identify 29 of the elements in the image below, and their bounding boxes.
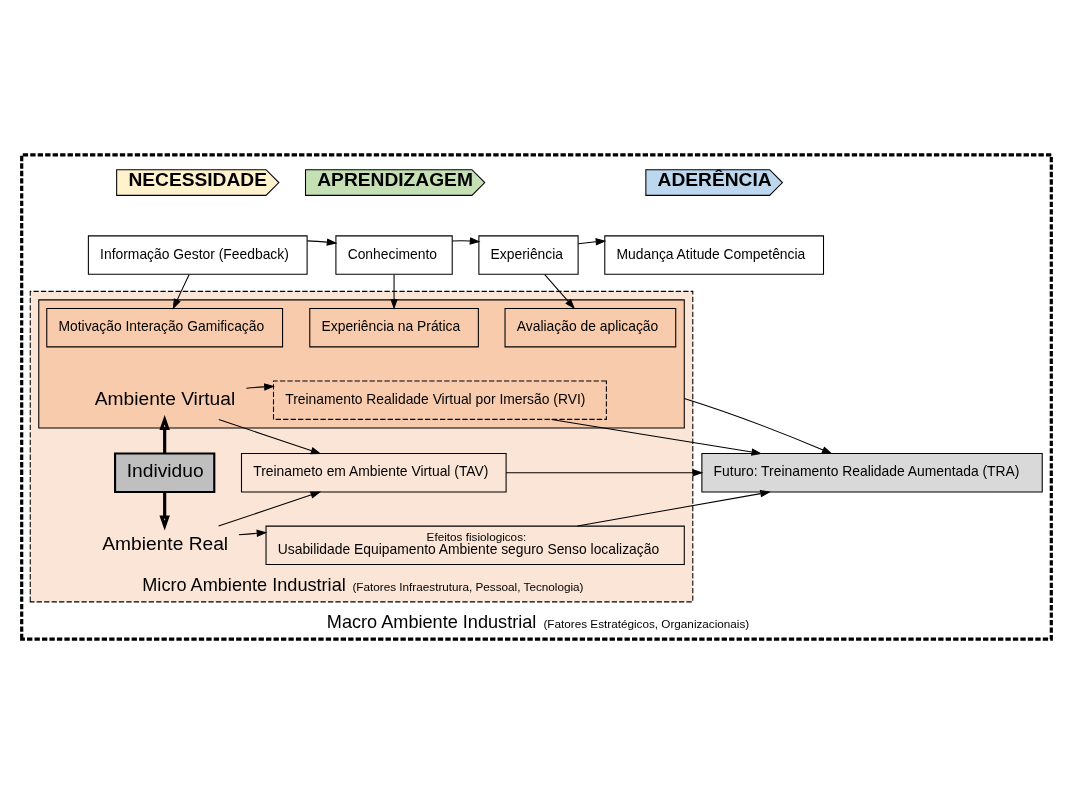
arrow: [245, 383, 275, 391]
arrow: [159, 492, 170, 531]
node-box: Individuo: [114, 452, 216, 494]
node-box: Avaliação de aplicação: [504, 307, 677, 348]
arrow: [577, 238, 607, 246]
arrow: [218, 418, 322, 455]
node-box: Futuro: Treinamento Realidade Aumentada (TRA): [701, 453, 1043, 493]
node-box: Motivação Interação Gamificação: [46, 307, 284, 348]
arrow: [451, 237, 481, 245]
node-box: Experiência: [478, 235, 579, 275]
arrow: [306, 238, 338, 246]
arrow: [238, 529, 268, 538]
node-box: Treinamento Realidade Virtual por Imersão (RVI): [272, 380, 607, 420]
arrow: [159, 414, 170, 454]
node-box: Informação Gestor (Feedback): [87, 235, 308, 275]
node-box: Efeitos fisiologicos: Usabilidade Equipamento Ambiente seguro Senso localização: [265, 525, 685, 566]
node-box: Conhecimento: [335, 235, 453, 275]
node-box: Experiência na Prática: [309, 307, 479, 348]
arrow: [544, 274, 576, 310]
node-box: Treinameto em Ambiente Virtual (TAV): [240, 453, 507, 493]
node-text: Ambiente Virtual: [94, 387, 236, 409]
node-text: Ambiente Real: [102, 533, 229, 554]
arrow: [576, 489, 771, 527]
node-box: Mudança Atitude Competência: [604, 235, 825, 275]
arrow: [505, 469, 704, 477]
arrow: [172, 274, 190, 310]
arrow: [218, 491, 322, 527]
arrow: [390, 274, 398, 310]
arrow: [683, 398, 833, 455]
